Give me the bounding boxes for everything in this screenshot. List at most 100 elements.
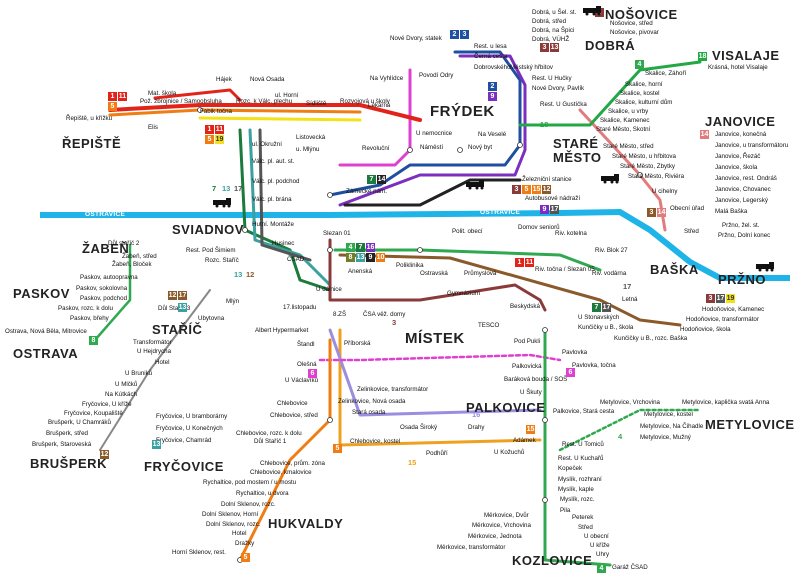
stop-label: Brušperk, střed — [46, 430, 88, 437]
line-badge-19: 19 — [215, 135, 224, 144]
stop-label: Hutní. Montáže — [252, 221, 294, 228]
stop-label: Důl Staříč 3 — [158, 305, 191, 312]
route-number-label: 7 — [212, 184, 217, 193]
stop-label: Revoluční — [362, 145, 390, 152]
stop-label: Zelinkovice, Nová osada — [338, 398, 406, 405]
town-janovice: JANOVICE — [705, 114, 776, 129]
stop-label: Riv. Blok 27 — [595, 247, 628, 254]
stop-label: Gymnázium — [447, 290, 481, 297]
line-badge-15: 15 — [532, 185, 541, 194]
stop-label: Dražky — [235, 540, 255, 547]
station-dot — [417, 247, 423, 253]
stop-label: Dobrá, u Šel. st. — [532, 9, 577, 16]
route-line-9 — [338, 54, 527, 207]
stop-label: Fabik točna — [200, 108, 232, 115]
route-line-13 — [248, 128, 332, 287]
stop-label: Hodoňovice, transformátor — [686, 316, 759, 323]
line-badge-11: 11 — [215, 125, 224, 134]
stop-label: Janovice, škola — [715, 164, 758, 171]
town-kozlovice: KOZLOVICE — [512, 553, 593, 568]
line-badge-5: 5 — [522, 185, 531, 194]
station-dot — [637, 172, 643, 178]
stop-label: Rest. u lesa — [474, 43, 507, 50]
line-badge-14: 14 — [377, 175, 386, 184]
stop-label: u. Mlýnu — [296, 146, 320, 153]
stop-label: Palkovická — [512, 363, 542, 370]
station-dot — [517, 142, 523, 148]
stop-label: Poliklinika — [396, 262, 424, 269]
line-badge-2: 2 — [488, 82, 497, 91]
town-repiste: ŘEPIŠTĚ — [62, 136, 122, 151]
stop-label: U Václavíků — [285, 377, 319, 384]
stop-label: Důl staříč 2 — [108, 240, 140, 247]
stop-label: Fryčovice, Chamrád — [156, 437, 212, 444]
stop-label: Chlebovice, kostel — [350, 438, 401, 445]
stop-label: Baráková bouda / SOŠ — [504, 376, 568, 383]
stop-label: Chlebovice, kmalovice — [250, 469, 312, 476]
stop-label: Stará osada — [352, 409, 386, 416]
stop-label: Obecní úřad — [670, 205, 705, 212]
stop-label: Na Veselé — [478, 131, 507, 138]
stop-label: Fryčovice, U bramborárny — [156, 413, 228, 420]
stop-label: 8.ZŠ — [333, 311, 347, 318]
town-sviadnov: SVIADNOV — [172, 222, 244, 237]
line-badge-13: 13 — [152, 440, 161, 449]
stop-label: 17.listopadu — [283, 304, 317, 311]
line-badge-4: 4 — [635, 60, 644, 69]
line-badge-3: 3 — [540, 43, 549, 52]
stop-label: Pavlovka — [562, 349, 588, 356]
train-icon — [466, 180, 484, 190]
town-stare-mesto: STARÉ MĚSTO — [553, 136, 602, 165]
route-line-19 — [198, 116, 362, 122]
stop-label: Husinec — [272, 240, 295, 247]
line-badge-9: 9 — [540, 205, 549, 214]
line-badge-12: 12 — [168, 291, 177, 300]
stop-label: Pož. zbrojnice / Samoobsluha — [140, 98, 222, 105]
stop-label: Janovice, u transformátoru — [715, 142, 789, 149]
line-badge-3: 3 — [706, 294, 715, 303]
stop-label: Fryčovice, U kříže — [82, 401, 132, 408]
stop-label: Janovice, Legerský — [715, 197, 768, 204]
stop-label: Slezan 01 — [323, 230, 351, 237]
stop-label: Kunčičky u B., rozc. Baška — [614, 335, 688, 342]
route-line-8 — [318, 353, 562, 362]
stop-label: Na Kútkách — [105, 391, 137, 398]
stop-label: ČSA věž. domy — [363, 311, 406, 318]
town-frycovice: FRYČOVICE — [144, 459, 224, 474]
stop-label: Mat. škola — [148, 90, 177, 97]
stop-label: Janovice, rest. Ondráš — [715, 175, 777, 182]
route-number-label: 3 — [392, 318, 397, 327]
station-dot — [197, 107, 203, 113]
stop-label: Adámek — [513, 437, 536, 444]
stop-label: Železniční stanice — [522, 176, 572, 183]
stop-label: Nošovice, střed — [610, 20, 653, 27]
stop-label: Nové Dvory, Pavlík — [532, 85, 585, 92]
stop-label: Skalice, u vrby — [608, 108, 649, 115]
stop-label: Rozc. Staříč — [205, 257, 239, 264]
stop-label: U Mlčků — [115, 381, 138, 388]
town-ostrava: OSTRAVA — [13, 346, 79, 361]
stop-label: Střed — [684, 228, 699, 235]
stop-label: Řepiště, u křížku — [66, 115, 113, 122]
stop-label: Krásná, hotel Visalaje — [708, 64, 768, 71]
stop-label: Pržno, žel. st. — [722, 222, 760, 229]
stop-label: U Hejdrycha — [137, 348, 172, 355]
route-line-4-south — [543, 328, 612, 567]
stop-label: Dobrá, VÚHŽ — [532, 36, 570, 43]
stop-label: Autobusové nádraží — [525, 195, 581, 202]
stop-label: Rest. U Tomiců — [562, 441, 604, 448]
stop-label: Sídliště — [306, 100, 327, 107]
town-staric: STAŘÍČ — [152, 322, 203, 337]
stop-label: Střed — [578, 524, 593, 531]
train-icon — [756, 262, 774, 272]
stop-label: Měrkovice, Jednota — [468, 533, 522, 540]
stop-label: Listovecká — [296, 134, 326, 141]
station-dot — [242, 227, 248, 233]
stop-label: Hodoňovice, škola — [680, 326, 731, 333]
stop-label: Rozvojová u školy — [340, 98, 390, 105]
town-mistek: MÍSTEK — [405, 330, 465, 347]
stop-label: Dolní Sklenov, Horní — [202, 511, 259, 518]
station-dot — [542, 497, 548, 503]
river-ostravice — [40, 208, 790, 281]
stop-label: U Kožuchů — [494, 449, 525, 456]
